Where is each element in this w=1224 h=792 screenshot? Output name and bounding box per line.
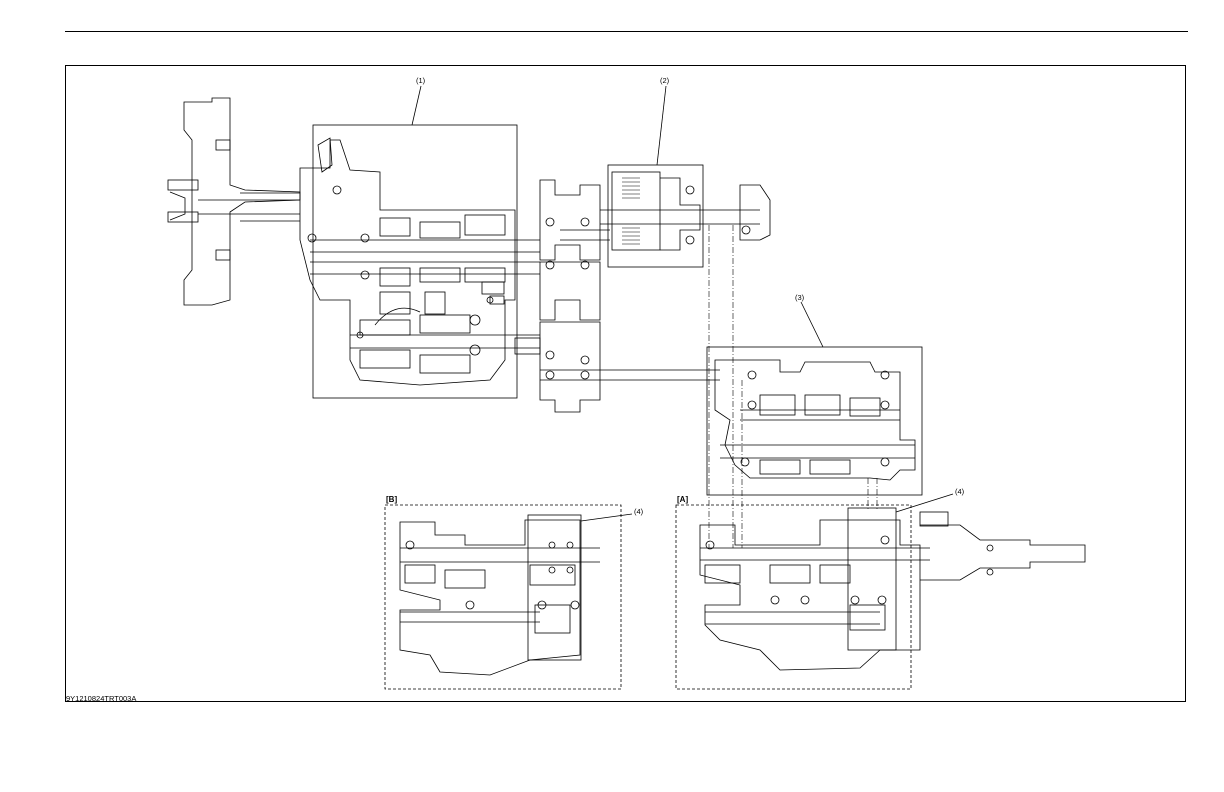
main-transmission-case	[299, 137, 540, 386]
rear-transmission-case	[714, 359, 916, 481]
leader-line-2	[656, 85, 667, 166]
projection-lines	[708, 225, 878, 548]
view-a-frame	[675, 504, 912, 690]
callout-label-4-view-a: (4)	[955, 487, 965, 496]
view-b-label: [B]	[386, 495, 397, 504]
callout-label-3: (3)	[795, 293, 805, 302]
figure-id: 9Y1210824TRT003A	[66, 694, 137, 703]
leader-line-4a	[895, 493, 954, 513]
view-b-frame	[384, 504, 622, 690]
callout-label-1: (1)	[416, 76, 426, 85]
leader-line-3	[800, 301, 824, 348]
callout-label-4-view-b: (4)	[634, 507, 644, 516]
pto-clutch-assembly	[600, 171, 771, 251]
flywheel-housing	[167, 97, 301, 306]
callout-box-2	[607, 164, 704, 268]
callout-label-2: (2)	[660, 76, 670, 85]
leader-line-1	[411, 85, 422, 126]
figure-frame	[65, 65, 1186, 702]
leader-line-4b	[580, 513, 633, 522]
view-a-detail	[699, 507, 1086, 671]
view-b-detail	[399, 514, 600, 676]
view-a-label: [A]	[677, 495, 688, 504]
intermediate-shaft-housing	[514, 179, 720, 413]
header-rule	[65, 31, 1188, 32]
callout-box-3	[706, 346, 923, 496]
callout-box-1	[312, 124, 518, 399]
